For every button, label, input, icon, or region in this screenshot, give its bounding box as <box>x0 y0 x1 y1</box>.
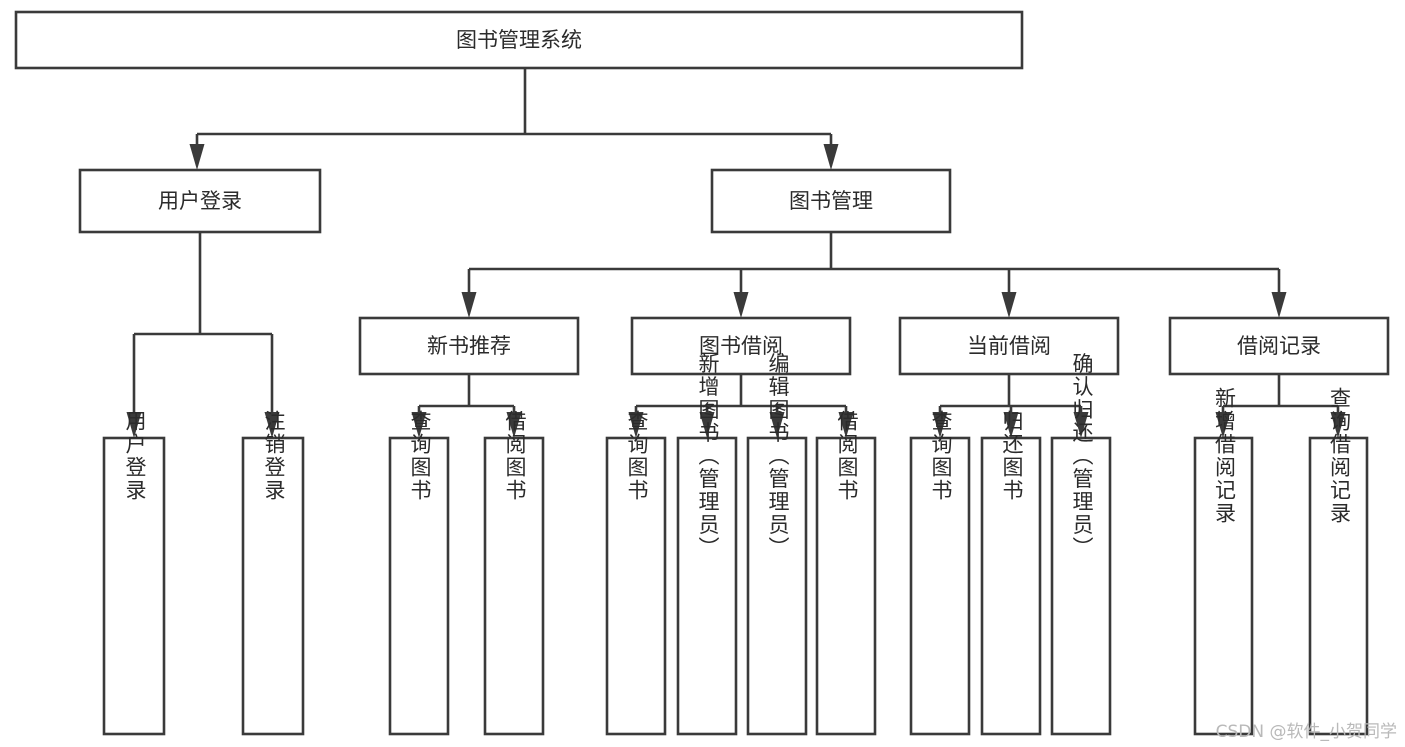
arrow-head-icon <box>1073 412 1089 438</box>
node-leaf-4[interactable]: 查询图书 <box>605 410 667 736</box>
node-label: 用户登录 <box>123 410 147 502</box>
node-label: 图书管理 <box>789 189 873 213</box>
arrow-head-icon <box>411 412 427 438</box>
node-label: 查询借阅记录 <box>1328 387 1352 525</box>
arrow-head-icon <box>1215 412 1231 438</box>
arrow-head-icon <box>1330 412 1346 438</box>
node-box[interactable] <box>746 436 808 736</box>
node-box[interactable] <box>980 436 1042 736</box>
arrow-head-icon <box>189 144 205 170</box>
connector-borrow-record-to-leaves <box>1215 374 1346 438</box>
node-label: 图书借阅 <box>699 334 783 358</box>
arrow-head-icon <box>1271 292 1287 318</box>
node-leaf-7[interactable]: 借阅图书 <box>815 410 877 736</box>
connectors-layer <box>126 68 1346 438</box>
connector-book-mgmt-to-level3 <box>461 232 1287 318</box>
node-box[interactable] <box>630 316 852 376</box>
node-level3-1[interactable]: 图书借阅 <box>630 316 852 376</box>
arrow-head-icon <box>769 412 785 438</box>
node-leaf-12[interactable]: 查询借阅记录 <box>1308 387 1369 736</box>
node-label: 编辑图书（管理员） <box>766 353 790 560</box>
node-level3-0[interactable]: 新书推荐 <box>358 316 580 376</box>
arrow-head-icon <box>461 292 477 318</box>
node-label: 查询图书 <box>929 410 953 502</box>
node-leaf-5[interactable]: 新增图书（管理员） <box>676 353 738 736</box>
csdn-watermark: CSDN @软件_小贺同学 <box>1215 722 1397 742</box>
arrow-head-icon <box>932 412 948 438</box>
node-label: 查询图书 <box>408 410 432 502</box>
node-box[interactable] <box>78 168 322 234</box>
arrow-head-icon <box>1003 412 1019 438</box>
connector-current-borrow-to-leaves <box>932 374 1089 438</box>
node-box[interactable] <box>1168 316 1390 376</box>
node-box[interactable] <box>898 316 1120 376</box>
node-box[interactable] <box>676 436 738 736</box>
node-leaf-2[interactable]: 查询图书 <box>388 410 450 736</box>
node-level2-0[interactable]: 用户登录 <box>78 168 322 234</box>
node-label: 借阅图书 <box>835 410 859 502</box>
node-box[interactable] <box>710 168 952 234</box>
node-label: 新增图书（管理员） <box>696 353 720 560</box>
node-label: 查询图书 <box>625 410 649 502</box>
node-box[interactable] <box>1308 436 1369 736</box>
node-leaf-0[interactable]: 用户登录 <box>102 410 166 736</box>
node-leaf-3[interactable]: 借阅图书 <box>483 410 545 736</box>
arrow-head-icon <box>628 412 644 438</box>
arrow-head-icon <box>126 412 142 438</box>
node-label: 借阅图书 <box>503 410 527 502</box>
connector-borrow-to-leaves <box>628 374 854 438</box>
node-box[interactable] <box>605 436 667 736</box>
node-label: 确认归还（管理员） <box>1070 353 1094 560</box>
node-box[interactable] <box>241 436 305 736</box>
arrow-head-icon <box>506 412 522 438</box>
node-label: 归还图书 <box>1000 410 1024 502</box>
node-level2-1[interactable]: 图书管理 <box>710 168 952 234</box>
node-leaf-6[interactable]: 编辑图书（管理员） <box>746 353 808 736</box>
node-box[interactable] <box>909 436 971 736</box>
arrow-head-icon <box>264 412 280 438</box>
node-root[interactable]: 图书管理系统 <box>14 10 1024 70</box>
node-level3-2[interactable]: 当前借阅 <box>898 316 1120 376</box>
node-leaf-11[interactable]: 新增借阅记录 <box>1193 387 1254 736</box>
arrow-head-icon <box>733 292 749 318</box>
node-label: 图书管理系统 <box>456 28 582 52</box>
node-leaf-9[interactable]: 归还图书 <box>980 410 1042 736</box>
node-leaf-8[interactable]: 查询图书 <box>909 410 971 736</box>
node-label: 新增借阅记录 <box>1213 387 1237 525</box>
node-box[interactable] <box>14 10 1024 70</box>
node-label: 用户登录 <box>158 189 242 213</box>
node-label: 当前借阅 <box>967 334 1051 358</box>
node-box[interactable] <box>1193 436 1254 736</box>
arrow-head-icon <box>838 412 854 438</box>
connector-user-login-to-leaves <box>126 232 280 438</box>
connector-root-to-level2 <box>189 68 839 170</box>
node-box[interactable] <box>102 436 166 736</box>
node-box[interactable] <box>815 436 877 736</box>
node-box[interactable] <box>358 316 580 376</box>
arrow-head-icon <box>823 144 839 170</box>
node-box[interactable] <box>483 436 545 736</box>
node-box[interactable] <box>1050 436 1112 736</box>
arrow-head-icon <box>699 412 715 438</box>
node-label: 借阅记录 <box>1237 334 1321 358</box>
node-level3-3[interactable]: 借阅记录 <box>1168 316 1390 376</box>
arrow-head-icon <box>1001 292 1017 318</box>
connector-new-book-to-leaves <box>411 374 522 438</box>
node-leaf-1[interactable]: 注销登录 <box>241 410 305 736</box>
node-leaf-10[interactable]: 确认归还（管理员） <box>1050 353 1112 736</box>
node-label: 注销登录 <box>262 410 286 502</box>
nodes-layer: 图书管理系统用户登录图书管理新书推荐图书借阅当前借阅借阅记录用户登录注销登录查询… <box>14 10 1390 736</box>
node-label: 新书推荐 <box>427 334 511 358</box>
node-box[interactable] <box>388 436 450 736</box>
